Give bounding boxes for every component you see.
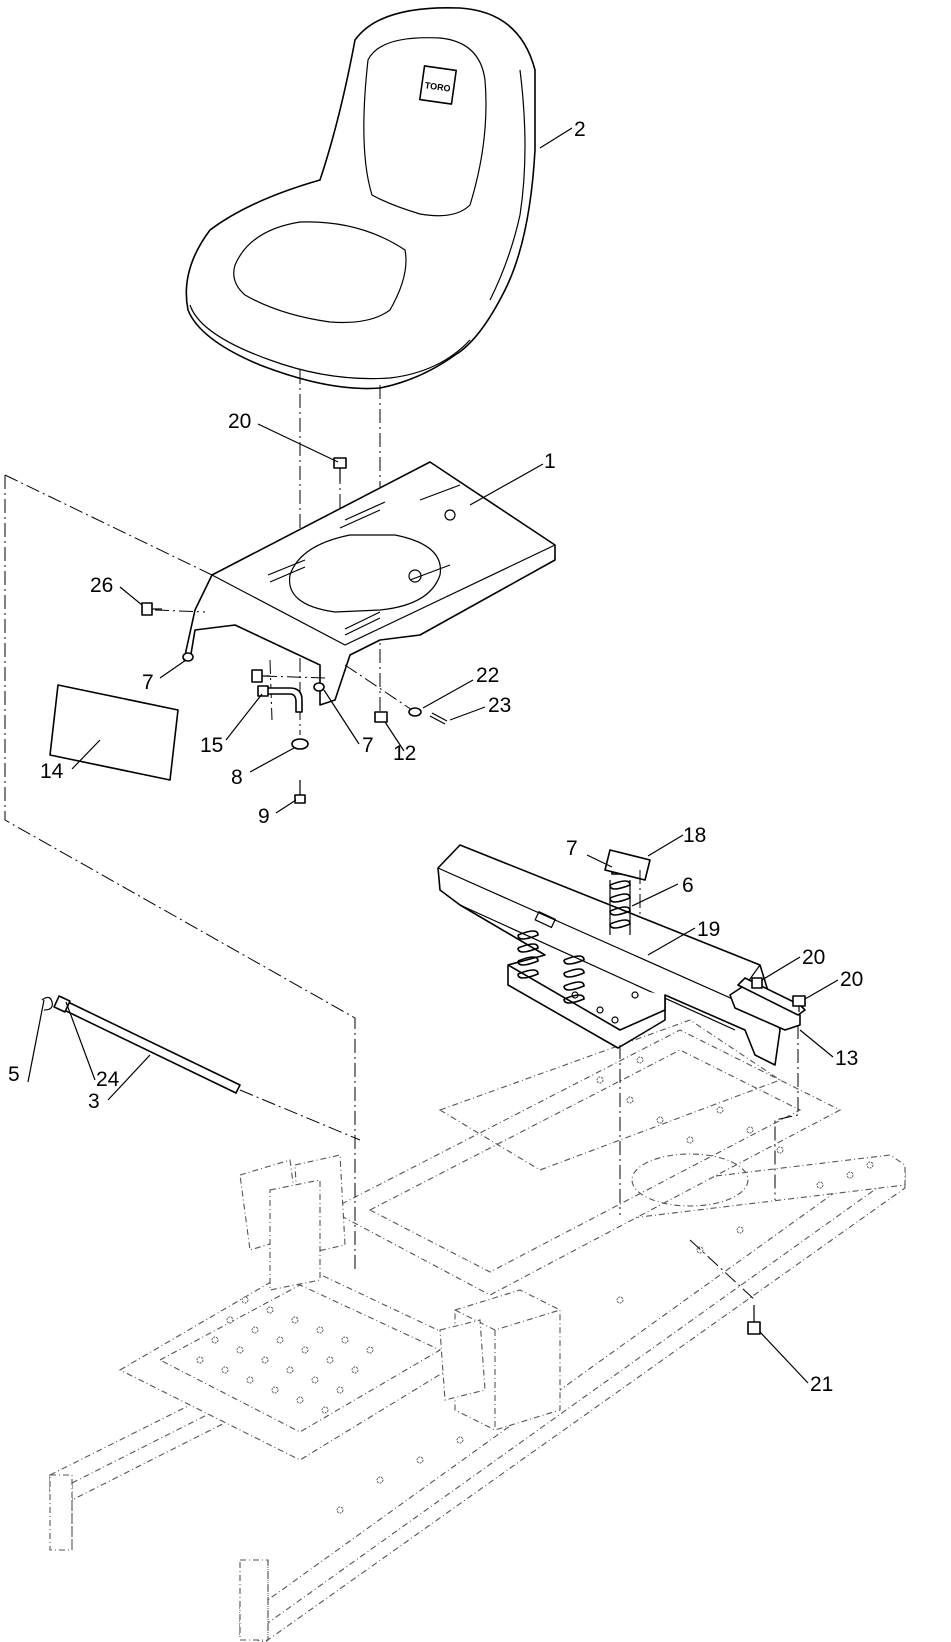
hardware-washer-7-left	[182, 652, 194, 662]
callout-8: 8	[231, 766, 243, 789]
hardware-bolt-26	[141, 602, 162, 616]
callout-labels: 2 20 1 26 7 22 23 15 7 12 14 8 9 7 18 6 …	[8, 118, 863, 1396]
seat-switch-harness-15	[257, 685, 303, 713]
callout-23: 23	[488, 694, 511, 717]
spring-front	[563, 955, 585, 1004]
hardware-bolt-20-right-b	[792, 995, 806, 1012]
spring-6	[609, 880, 631, 935]
callout-7a: 7	[142, 671, 154, 694]
callout-14: 14	[40, 760, 64, 783]
callout-24: 24	[96, 1068, 120, 1091]
callout-12: 12	[393, 742, 416, 765]
spring-left	[517, 930, 539, 979]
callout-20b: 20	[802, 946, 825, 969]
callout-7b: 7	[362, 734, 374, 757]
callout-1: 1	[544, 450, 556, 473]
callout-18: 18	[683, 824, 706, 847]
hardware-pin-23	[429, 712, 448, 725]
suspension-base	[437, 844, 801, 1066]
frame-holes	[196, 1056, 874, 1514]
callout-3: 3	[88, 1090, 100, 1113]
hardware-bolt-9	[294, 780, 306, 804]
decal-14	[49, 684, 179, 781]
hardware-washer-22	[408, 707, 422, 717]
hardware-bolt-21	[747, 1305, 761, 1335]
callout-2: 2	[574, 118, 586, 141]
callout-5: 5	[8, 1063, 20, 1086]
hardware-bolt-20-right-a	[751, 977, 763, 989]
hardware-bolt-20-top	[333, 457, 347, 482]
callout-6: 6	[682, 874, 694, 897]
seat: TORO	[185, 6, 536, 390]
callout-15: 15	[200, 734, 223, 757]
seat-logo-text: TORO	[424, 80, 451, 93]
callout-20a: 20	[228, 410, 251, 433]
hardware-washer-8	[291, 738, 309, 750]
leader-lines	[27, 127, 839, 1384]
callout-13: 13	[835, 1047, 858, 1070]
chassis-frame	[49, 1019, 906, 1642]
hardware-bolt-left-plate	[251, 669, 270, 683]
pivot-rod-3	[41, 995, 361, 1141]
callout-7c: 7	[566, 837, 578, 860]
callout-9: 9	[258, 805, 270, 828]
callout-22: 22	[476, 664, 499, 687]
decal-18	[604, 849, 651, 881]
callout-20c: 20	[840, 968, 863, 991]
seat-mount-plate	[183, 461, 556, 706]
seat-logo	[418, 65, 458, 105]
callout-21: 21	[810, 1373, 833, 1396]
hardware-bolt-12	[374, 711, 388, 723]
hardware-washer-7-right	[313, 682, 325, 692]
callout-19: 19	[697, 918, 720, 941]
callout-26: 26	[90, 574, 113, 597]
